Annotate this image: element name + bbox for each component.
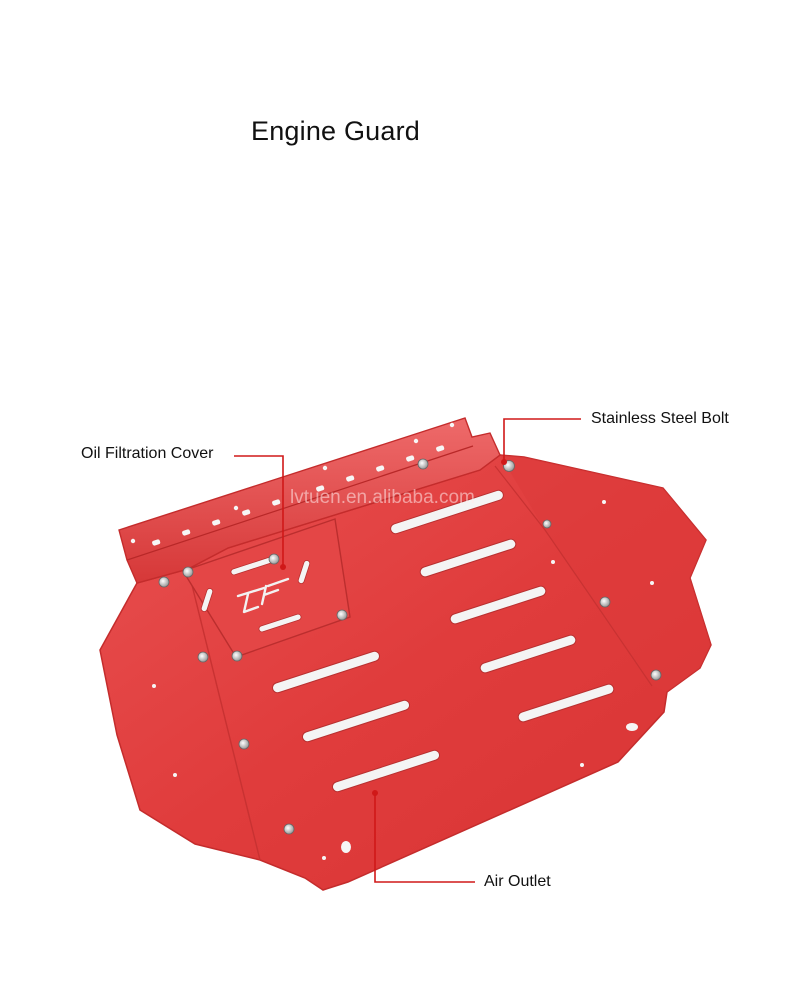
flange-holes: [130, 422, 455, 546]
bolt-icon: [650, 669, 662, 681]
bolt-icon: [599, 596, 611, 608]
bolt-icon: [542, 519, 552, 529]
air-outlet-slots: [271, 489, 615, 793]
stainless-steel-bolt-leader: [503, 418, 581, 460]
left-fold: [187, 568, 261, 861]
oil-filtration-leader: [234, 455, 284, 565]
callout-stainless-steel-bolt: Stainless Steel Bolt: [591, 410, 729, 427]
right-wing: [500, 455, 711, 692]
bolt-icon: [336, 609, 348, 621]
bolt-icon: [231, 650, 243, 662]
leader-lines: [234, 418, 581, 883]
callout-oil-filtration-cover: Oil Filtration Cover: [81, 445, 214, 462]
watermark-text: lvtuen.en.alibaba.com: [290, 487, 475, 508]
bolt-icon: [268, 553, 280, 565]
top-flange-edge: [126, 445, 474, 561]
cover-logo: [236, 577, 290, 614]
air-outlet-leader: [374, 793, 475, 883]
bolt-icon: [158, 576, 170, 588]
bolts: [158, 458, 662, 835]
bolt-icon: [238, 738, 250, 750]
cover-slots: [200, 556, 311, 633]
callout-air-outlet: Air Outlet: [484, 873, 551, 890]
center-fold: [494, 465, 653, 687]
bolt-icon: [197, 651, 209, 663]
page-title: Engine Guard: [251, 116, 421, 146]
bolt-icon: [417, 458, 429, 470]
bolt-icon: [283, 823, 295, 835]
leader-dots: [280, 459, 507, 796]
plate-holes: [152, 500, 654, 860]
bolt-icon: [182, 566, 194, 578]
